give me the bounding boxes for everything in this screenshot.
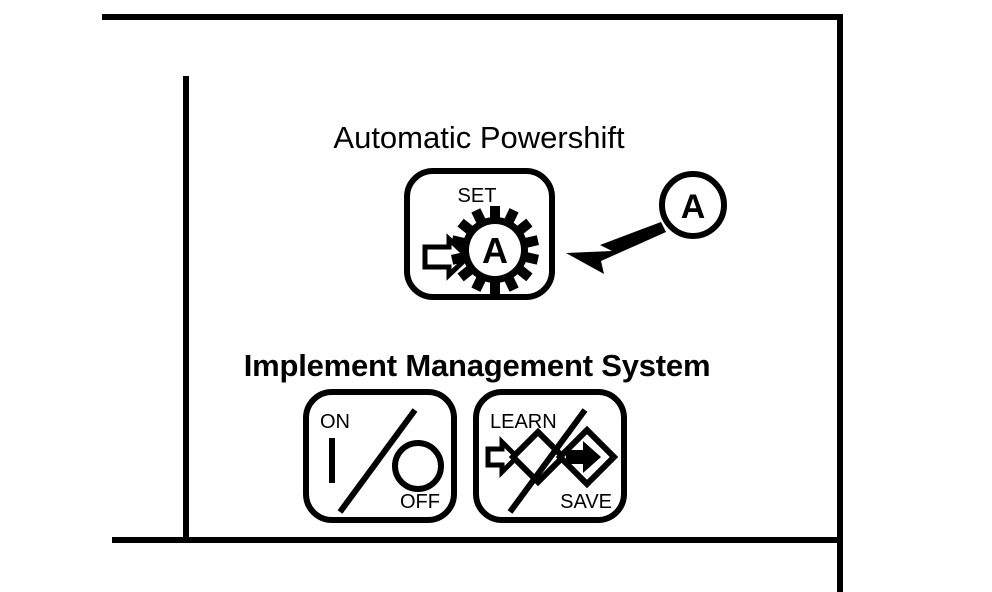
callout-circle [659, 171, 727, 239]
on-off-button-bottom-label: OFF [400, 491, 440, 513]
on-off-button-body[interactable] [303, 389, 457, 523]
set-button-body[interactable] [404, 168, 555, 300]
callout-letter: A [681, 188, 706, 226]
console-frame [102, 14, 843, 592]
frame-right-border [837, 14, 843, 592]
set-button[interactable]: SET [404, 168, 555, 300]
gear-icon: A [450, 206, 540, 294]
on-off-switch-button[interactable]: ON OFF [303, 389, 457, 523]
arrow-out-of-diamond-icon [555, 425, 619, 489]
learn-save-button[interactable]: LEARN SAVE [473, 389, 627, 523]
frame-bottom-border [112, 537, 843, 543]
learn-save-button-body[interactable] [473, 389, 627, 523]
frame-top-border [102, 14, 843, 20]
callout-a: A [566, 171, 727, 274]
heading-implement-management-system: Implement Management System [244, 348, 711, 383]
frame-left-divider [183, 76, 189, 541]
diagonal-slash-icon [337, 408, 418, 514]
learn-save-button-top-label: LEARN [490, 411, 557, 433]
set-button-top-label: SET [458, 185, 497, 207]
arrow-right-outline-icon [422, 233, 472, 281]
gear-center-letter: A [482, 230, 508, 271]
on-off-button-top-label: ON [320, 411, 350, 433]
heading-automatic-powershift: Automatic Powershift [333, 120, 625, 155]
bar-i-icon [329, 438, 335, 483]
callout-leader-arrow-icon [566, 222, 666, 274]
diagonal-slash-icon [507, 408, 588, 514]
circle-o-icon [392, 440, 444, 492]
learn-save-button-bottom-label: SAVE [560, 491, 612, 513]
